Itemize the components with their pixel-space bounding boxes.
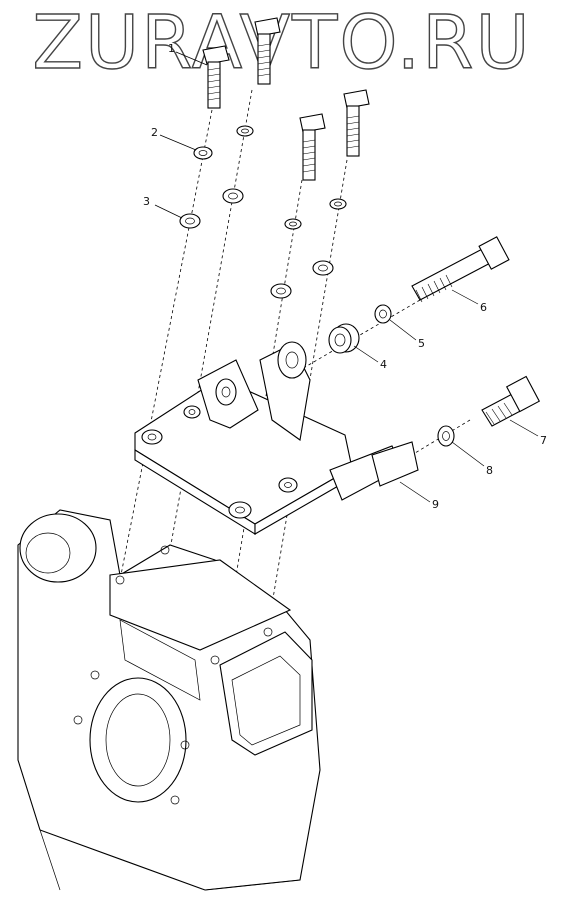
label-5: 5 xyxy=(418,337,425,350)
bolt-1a xyxy=(202,45,230,109)
label-9: 9 xyxy=(432,498,439,511)
housing-casting xyxy=(17,509,321,891)
label-2: 2 xyxy=(151,126,158,139)
label-8: 8 xyxy=(486,464,493,477)
callout-labels: 1 2 3 4 5 6 7 8 9 xyxy=(143,42,547,511)
leader-lines xyxy=(154,51,539,503)
assembly-axes xyxy=(119,89,471,661)
washer-5 xyxy=(374,304,392,324)
bolt-1c xyxy=(299,113,326,181)
washers xyxy=(179,125,347,299)
bolt-6 xyxy=(411,236,510,303)
label-3: 3 xyxy=(143,195,150,208)
label-6: 6 xyxy=(480,301,487,314)
label-7: 7 xyxy=(540,434,547,447)
bolt-1d xyxy=(343,89,370,157)
bushing-4 xyxy=(328,323,360,354)
label-1: 1 xyxy=(168,42,175,55)
washer-8 xyxy=(437,425,455,447)
label-4: 4 xyxy=(380,358,387,371)
bolt-7 xyxy=(481,375,541,427)
watermark-text: ZURAVTO.RU xyxy=(32,0,531,86)
bracket-9 xyxy=(134,341,419,535)
bolt-1b xyxy=(254,17,281,85)
